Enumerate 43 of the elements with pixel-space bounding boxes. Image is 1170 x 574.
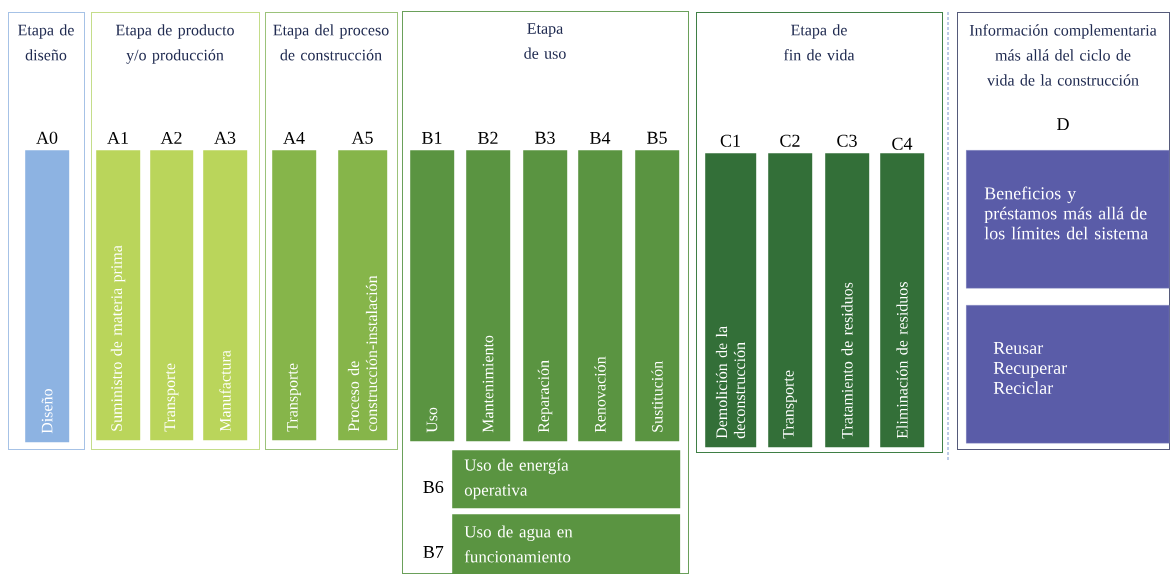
- module-code: A4: [283, 131, 305, 144]
- module-bar: Demolición de la deconstrucción: [705, 153, 757, 448]
- module-code: C1: [720, 134, 740, 147]
- stage-heading: Información complementaria más allá del ciclo de vida de la construcción: [969, 24, 1157, 86]
- module-code: B3: [535, 131, 555, 144]
- module-bar: Mantenimiento: [466, 150, 511, 442]
- module-code: B7: [423, 546, 444, 558]
- module-code: B4: [590, 131, 611, 144]
- module-code: A2: [160, 131, 182, 144]
- module-bar: Sustitución: [635, 150, 680, 442]
- module-bar: Transporte: [150, 150, 194, 441]
- module-code: B2: [478, 131, 498, 144]
- module-bar: Reparación: [523, 150, 568, 442]
- module-code: C2: [780, 134, 800, 147]
- module-bar: Diseño: [25, 150, 70, 443]
- module-code: C4: [892, 137, 913, 150]
- stage-heading: Etapa del proceso de construcción: [273, 24, 389, 61]
- stage-heading: Etapa de diseño: [18, 24, 74, 61]
- module-bar: Transporte: [768, 153, 813, 448]
- module-bar: Tratamiento de residuos: [825, 153, 870, 448]
- module-code: A0: [36, 131, 58, 144]
- module-code: C3: [837, 134, 857, 147]
- module-bar: Proceso de construcción-instalación: [338, 150, 388, 441]
- module-bar: Uso de agua en funcionamiento: [452, 514, 681, 574]
- module-bar: Suministro de materia prima: [96, 150, 141, 441]
- module-code: B6: [423, 480, 444, 494]
- stage-heading: Etapa de fin de vida: [783, 24, 855, 61]
- info-box: Beneficios y préstamos más allá de los límites del sistema: [966, 150, 1170, 289]
- module-bar: Eliminación de residuos: [880, 153, 925, 448]
- stage-heading: Etapa de uso: [524, 23, 566, 59]
- module-code: D: [1057, 118, 1069, 130]
- module-bar: Manufactura: [203, 150, 248, 441]
- module-bar: Renovación: [578, 150, 623, 442]
- module-code: A1: [107, 131, 128, 144]
- module-bar: Uso: [410, 150, 455, 442]
- stage-heading: Etapa de producto y/o producción: [115, 24, 234, 64]
- module-code: A3: [214, 131, 236, 144]
- module-bar: Uso de energía operativa: [452, 450, 681, 509]
- module-code: B5: [647, 131, 667, 144]
- module-code: A5: [351, 131, 373, 144]
- module-bar: Transporte: [272, 150, 317, 441]
- module-code: B1: [422, 131, 442, 144]
- info-box: Reusar Recuperar Reciclar: [966, 305, 1170, 444]
